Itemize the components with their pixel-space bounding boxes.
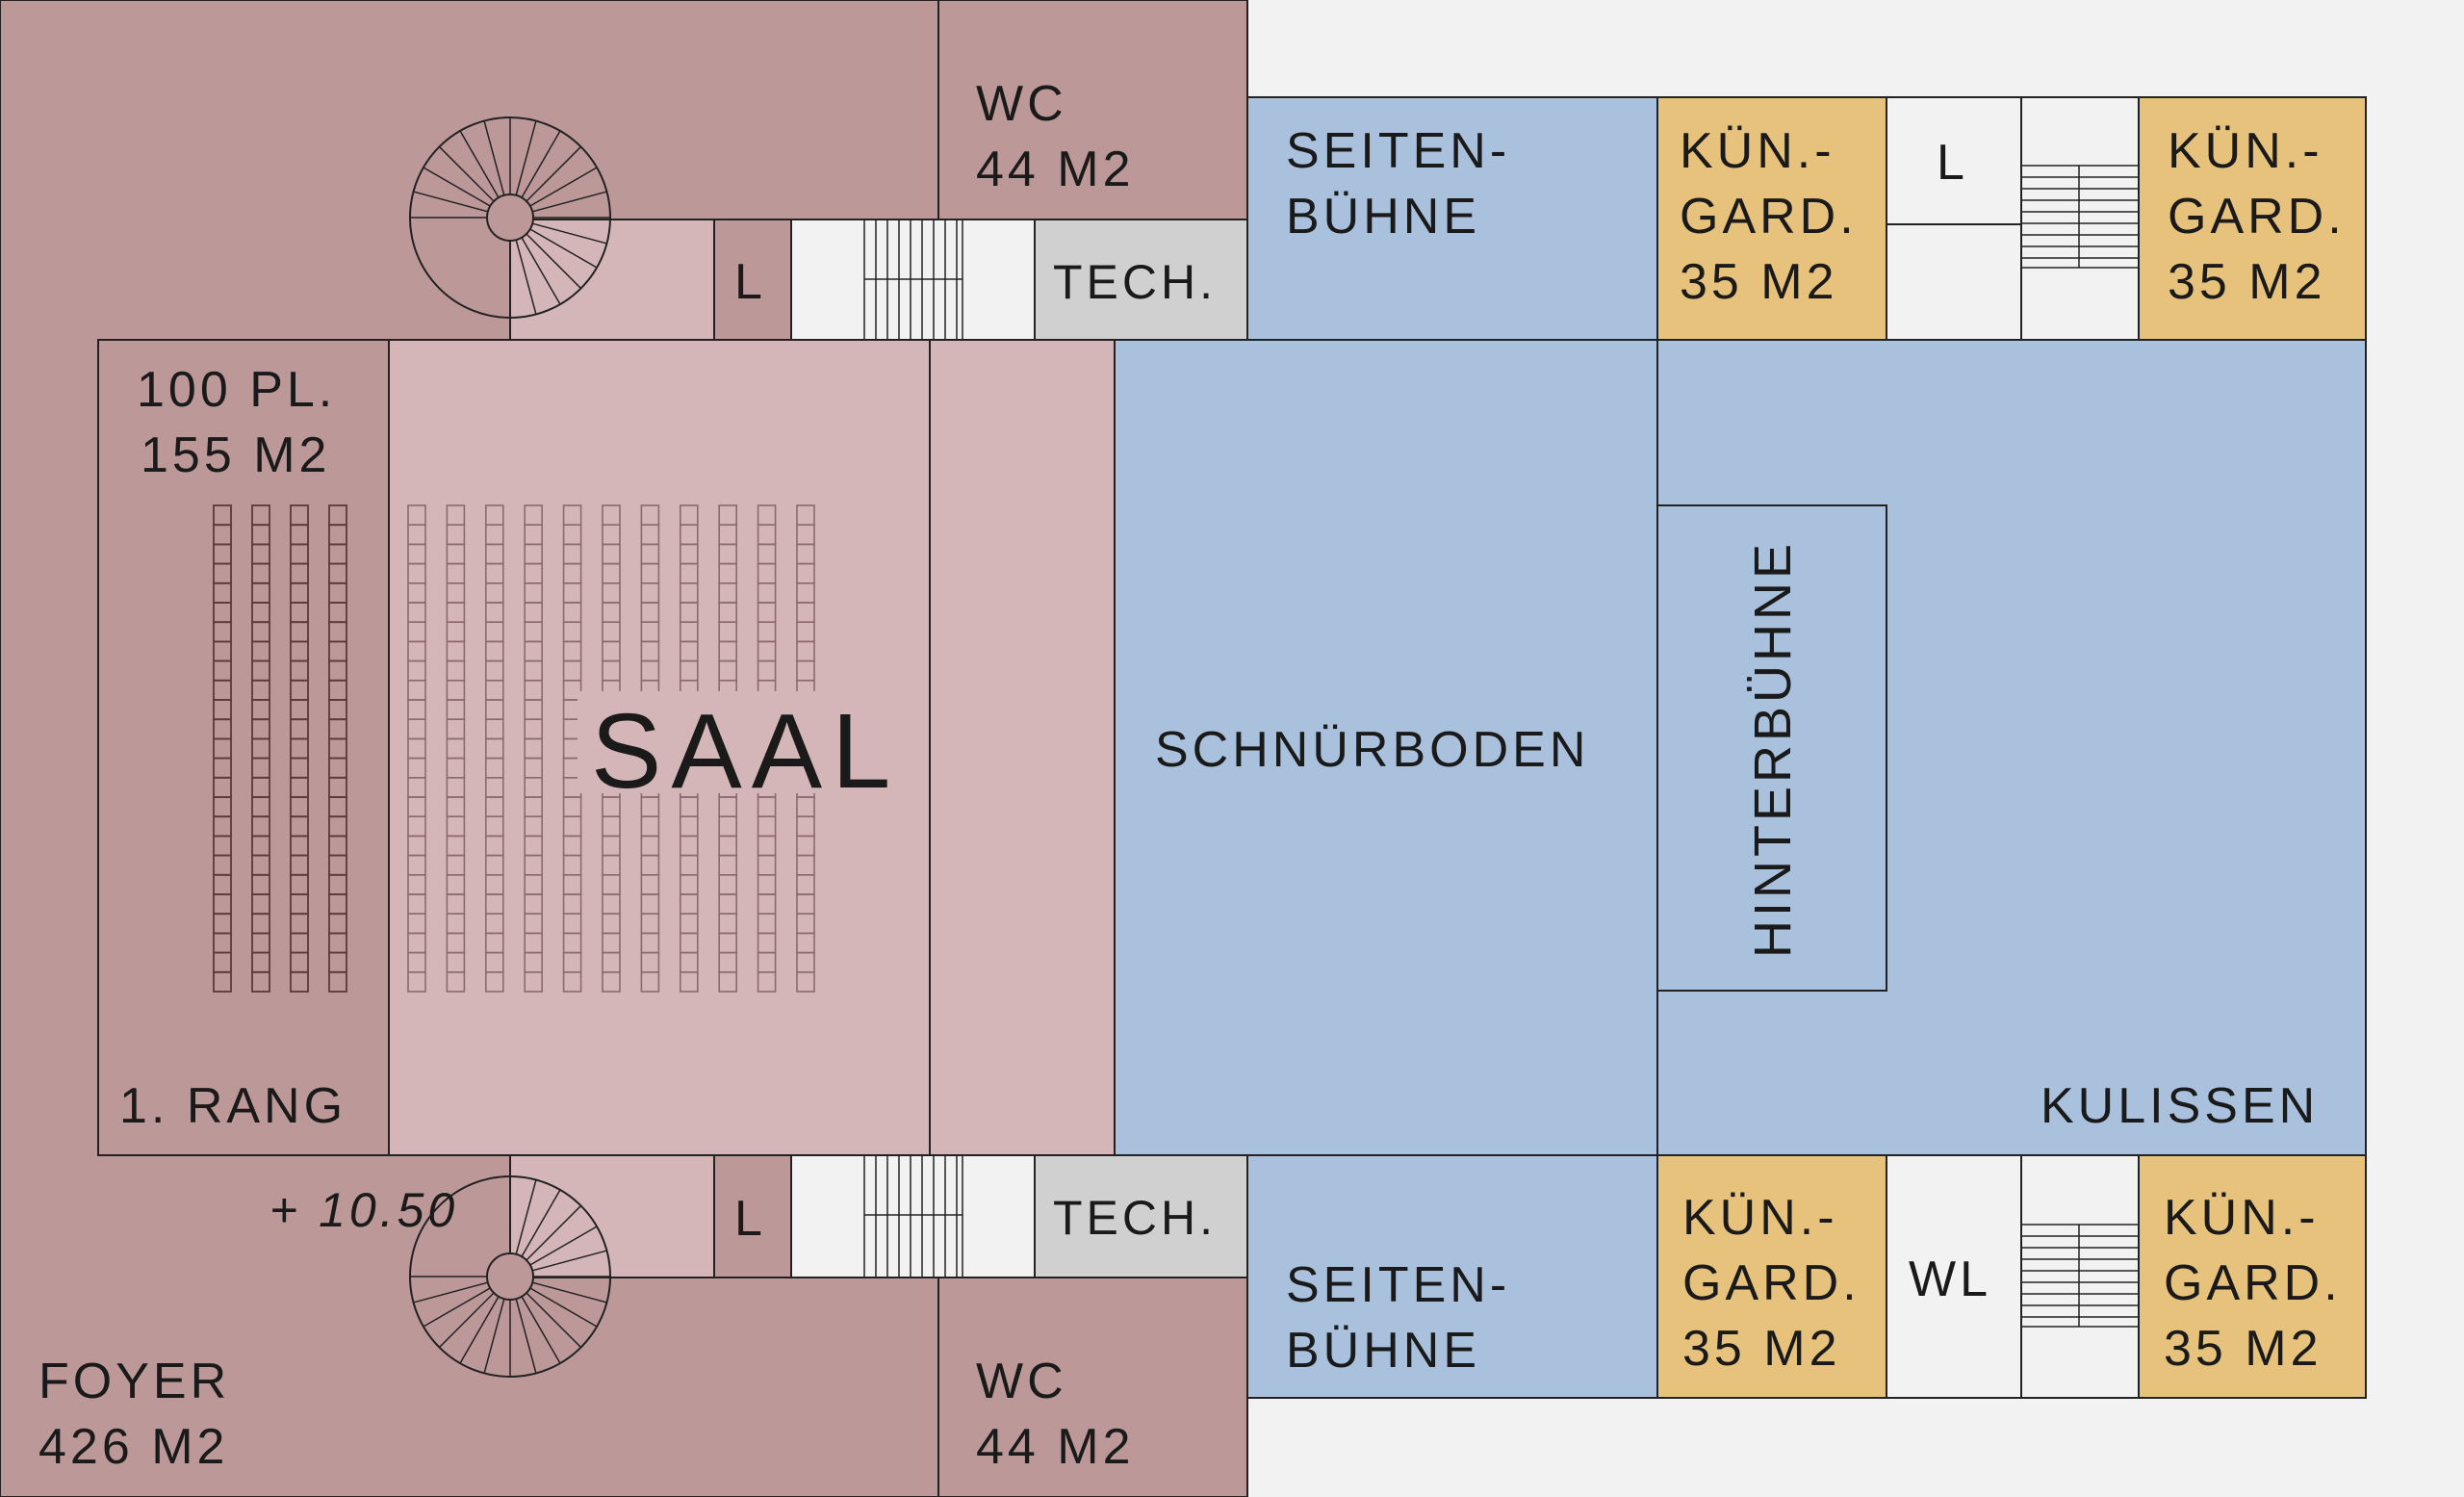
stair-bottom-right — [2020, 1154, 2140, 1399]
gard-bl-area — [1656, 1154, 1887, 1399]
lift-right-area — [1886, 96, 2022, 225]
saal-label: SAAL — [591, 692, 900, 811]
lift-top — [713, 219, 792, 341]
hinterbuehne-label: HINTERBÜHNE — [1744, 540, 1802, 958]
lift-top-label: L — [734, 254, 766, 310]
wc-bottom-label: WC 44 M2 — [976, 1354, 1135, 1475]
saal-label-backdrop — [578, 691, 895, 793]
seitenbuehne-bottom-label: SEITEN- BÜHNE — [1286, 1257, 1528, 1379]
wl-area — [1886, 1154, 2022, 1399]
stair-treads-right-top — [2020, 165, 2140, 269]
tech-top-room — [1034, 219, 1248, 341]
gard-tr-label: KÜN.- GARD. 35 M2 — [2168, 123, 2363, 310]
schnuerboden-label: SCHNÜRBODEN — [1155, 722, 1589, 778]
rang-seating — [213, 504, 347, 993]
stair-bottom — [790, 1154, 1036, 1278]
lift-bottom — [713, 1154, 792, 1278]
gard-tr-area — [2138, 96, 2367, 341]
rang-label: 1. RANG — [119, 1078, 346, 1134]
gard-tl-label: KÜN.- GARD. 35 M2 — [1680, 123, 1875, 310]
stair-treads-top — [863, 219, 963, 341]
wc-top-label: WC 44 M2 — [976, 76, 1135, 197]
stair-treads-right-bottom — [2020, 1224, 2140, 1328]
spiral-stair-top — [409, 116, 611, 319]
stair-treads-bottom — [863, 1154, 963, 1278]
foyer-label: FOYER 426 M2 — [38, 1354, 248, 1475]
stair-landing-top — [509, 219, 715, 341]
stair-top-right — [2020, 96, 2140, 341]
seitenbuehne-top-label: SEITEN- BÜHNE — [1286, 123, 1528, 245]
hinterbuehne-area — [1656, 504, 1887, 992]
schnuerboden-area — [1114, 339, 1658, 1156]
seitenbuehne-top-area — [1246, 96, 1658, 341]
lift-bottom-label: L — [734, 1191, 766, 1247]
level-label: + 10.50 — [270, 1183, 458, 1237]
tech-bottom-label: TECH. — [1053, 1191, 1217, 1245]
gard-bl-label: KÜN.- GARD. 35 M2 — [1682, 1190, 1878, 1377]
spiral-stair-bottom — [409, 1175, 611, 1378]
gard-br-area — [2138, 1154, 2367, 1399]
wl-label: WL — [1909, 1252, 1991, 1307]
seitenbuehne-bottom-area — [1246, 1154, 1658, 1399]
gard-br-label: KÜN.- GARD. 35 M2 — [2164, 1190, 2359, 1377]
tech-top-label: TECH. — [1053, 255, 1217, 309]
corridor-top-right — [1886, 223, 2022, 341]
lift-right-label: L — [1937, 135, 1968, 191]
orchestra-pit — [929, 339, 1116, 1156]
rang-capacity-label: 100 PL. 155 M2 — [137, 362, 354, 483]
gard-tl-area — [1656, 96, 1887, 341]
kulissen-label: KULISSEN — [2040, 1078, 2319, 1134]
